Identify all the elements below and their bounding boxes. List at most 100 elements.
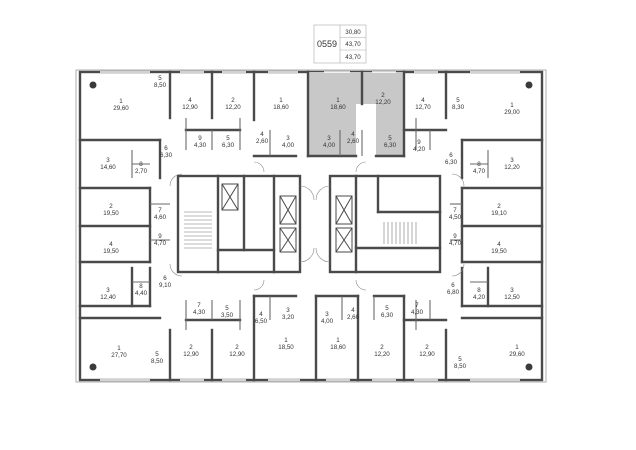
room-area: 3,50 — [221, 312, 234, 319]
selected-apartment[interactable] — [308, 72, 404, 156]
room-area: 19,50 — [103, 248, 119, 255]
room-label: 74,30 — [193, 302, 206, 316]
room-label: 118,60 — [273, 97, 289, 111]
room-label: 84,40 — [135, 283, 148, 297]
room-label: 212,90 — [183, 344, 199, 358]
room-label: 84,70 — [473, 161, 486, 175]
room-area: 4,20 — [413, 146, 426, 153]
room-number: 4 — [188, 97, 192, 104]
room-label: 34,00 — [321, 311, 334, 325]
room-label: 118,50 — [278, 337, 294, 351]
room-area: 8,50 — [454, 363, 467, 370]
room-area: 6,50 — [255, 318, 268, 325]
room-area: 29,60 — [509, 351, 525, 358]
room-area: 6,30 — [384, 142, 397, 149]
room-area: 2,60 — [347, 138, 360, 145]
room-area: 3,20 — [282, 314, 295, 321]
room-area: 18,60 — [330, 104, 346, 111]
room-number: 5 — [385, 305, 389, 312]
room-area: 8,50 — [151, 358, 164, 365]
room-area: 12,20 — [504, 164, 520, 171]
room-area: 6,30 — [445, 159, 458, 166]
room-label: 46,50 — [255, 311, 268, 325]
room-number: 6 — [164, 145, 168, 152]
room-number: 4 — [351, 131, 355, 138]
room-number: 9 — [417, 139, 421, 146]
room-area: 4,50 — [449, 214, 462, 221]
room-number: 2 — [497, 203, 501, 210]
room-number: 3 — [510, 287, 514, 294]
room-area: 18,60 — [330, 344, 346, 351]
room-number: 4 — [260, 131, 264, 138]
room-number: 1 — [284, 337, 288, 344]
room-area: 6,30 — [381, 312, 394, 319]
room-number: 5 — [226, 135, 230, 142]
room-label: 42,60 — [347, 131, 360, 145]
room-area: 29,60 — [113, 105, 129, 112]
elevator-shafts — [221, 183, 353, 253]
room-label: 219,10 — [491, 203, 507, 217]
room-label: 94,70 — [449, 233, 462, 247]
room-label: 58,30 — [452, 97, 465, 111]
room-area: 6,30 — [222, 142, 235, 149]
room-label: 58,50 — [154, 75, 167, 89]
room-area: 12,40 — [100, 294, 116, 301]
room-number: 5 — [388, 135, 392, 142]
room-number: 1 — [510, 102, 514, 109]
room-area: 12,20 — [375, 99, 391, 106]
room-number: 1 — [117, 345, 121, 352]
room-area: 4,30 — [193, 309, 206, 316]
room-number: 6 — [451, 282, 455, 289]
room-area: 12,20 — [225, 104, 241, 111]
room-number: 8 — [139, 283, 143, 290]
room-label: 74,30 — [411, 302, 424, 316]
room-label: 42,60 — [256, 131, 269, 145]
room-number: 2 — [381, 92, 385, 99]
room-area: 18,60 — [273, 104, 289, 111]
walls — [78, 70, 544, 382]
room-number: 1 — [119, 98, 123, 105]
windows — [100, 71, 520, 381]
room-label: 66,30 — [160, 145, 173, 159]
room-number: 4 — [259, 311, 263, 318]
room-number: 1 — [336, 337, 340, 344]
room-label: 127,70 — [111, 345, 127, 359]
room-area: 12,90 — [182, 104, 198, 111]
room-number: 5 — [458, 356, 462, 363]
room-label: 56,30 — [222, 135, 235, 149]
room-area: 2,60 — [256, 138, 269, 145]
room-area: 12,90 — [229, 351, 245, 358]
door-swings — [169, 161, 465, 291]
room-number: 7 — [453, 207, 457, 214]
room-number: 2 — [235, 344, 239, 351]
room-label: 212,90 — [419, 344, 435, 358]
room-area: 19,50 — [103, 210, 119, 217]
room-number: 6 — [163, 275, 167, 282]
room-label: 42,60 — [347, 307, 360, 321]
room-label: 66,30 — [445, 152, 458, 166]
living-area: 43,70 — [345, 41, 361, 48]
room-number: 8 — [477, 287, 481, 294]
room-number: 3 — [327, 135, 331, 142]
room-area: 4,30 — [194, 142, 207, 149]
room-label: 212,20 — [375, 92, 391, 106]
room-number: 1 — [279, 97, 283, 104]
room-number: 4 — [421, 97, 425, 104]
room-label: 74,60 — [154, 207, 167, 221]
room-number: 2 — [189, 344, 193, 351]
room-label: 58,50 — [151, 351, 164, 365]
room-area: 2,70 — [135, 168, 148, 175]
room-number: 4 — [497, 241, 501, 248]
room-number: 3 — [106, 287, 110, 294]
area-with-balcony: 43,70 — [345, 54, 361, 61]
room-number: 3 — [286, 307, 290, 314]
room-area: 12,20 — [374, 351, 390, 358]
room-area: 12,90 — [183, 351, 199, 358]
room-label: 212,20 — [374, 344, 390, 358]
room-label: 312,20 — [504, 157, 520, 171]
room-label: 94,70 — [154, 233, 167, 247]
room-area: 18,50 — [278, 344, 294, 351]
room-area: 4,70 — [473, 168, 486, 175]
room-label: 34,00 — [282, 135, 295, 149]
room-number: 2 — [380, 344, 384, 351]
